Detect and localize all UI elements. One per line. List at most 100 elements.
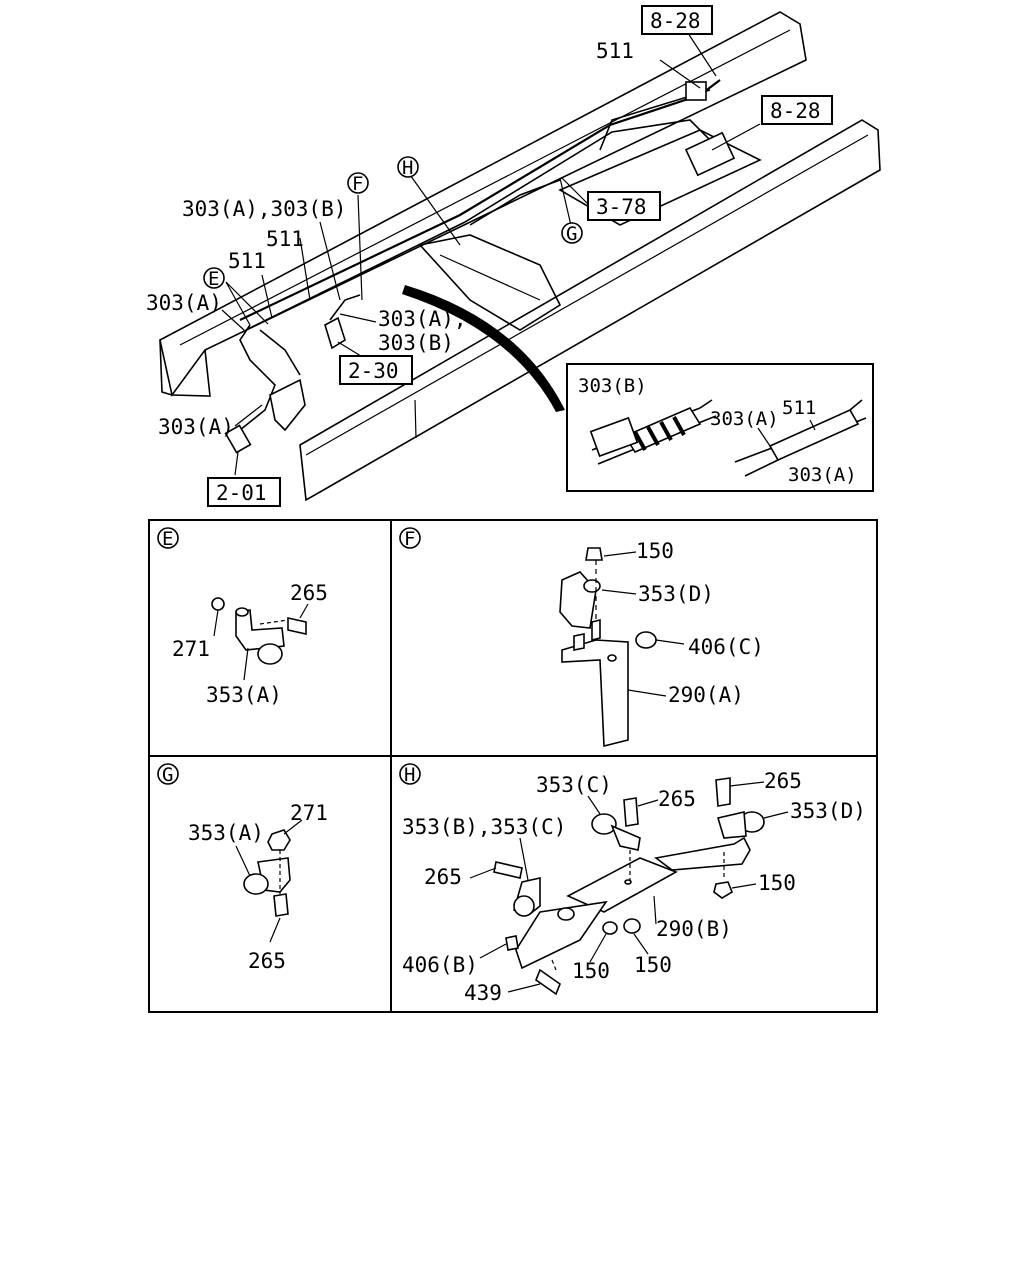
detail-sweep-arrow: [402, 285, 565, 412]
panel-E-label-353a: 353(A): [206, 683, 282, 707]
stud-left: [573, 633, 585, 651]
bracket-290b: [566, 857, 678, 913]
clip-353a-hole: [235, 607, 249, 617]
panel-H-label-150-b: 150: [572, 959, 610, 983]
bracket-290b-pin: [624, 879, 632, 885]
panel-G: G 271 353(A) 265: [157, 763, 328, 973]
callout-E: E: [208, 268, 219, 290]
panel-G-label-353a: 353(A): [188, 821, 264, 845]
bracket-290b-hole: [557, 907, 575, 921]
panel-E: E 265 271 353(A): [157, 527, 328, 707]
panel-E-letter-circle: [157, 527, 179, 549]
inset-label-511: 511: [782, 397, 816, 419]
detail-grid: [148, 519, 878, 1013]
panel-E-label-265: 265: [290, 581, 328, 605]
nut-150-a: [713, 881, 733, 899]
panel-F-label-406c: 406(C): [688, 635, 764, 659]
panel-H-letter-circle: [399, 763, 421, 785]
label-303a-bottom: 303(A): [158, 415, 234, 439]
label-303a-left: 303(A): [146, 291, 222, 315]
ref-box-8-28-top: [641, 5, 713, 35]
nut-150: [585, 547, 603, 561]
panel-E-label-271: 271: [172, 637, 210, 661]
clip-353a: [235, 609, 285, 651]
nut-271: [267, 829, 291, 851]
bracket-290a: [561, 639, 629, 748]
wiring-harness: [221, 29, 761, 476]
inset-label-303a-lower: 303(A): [788, 464, 857, 486]
callout-H: H: [402, 157, 413, 179]
ref-box-2-01: [207, 477, 281, 507]
panel-G-letter: G: [162, 764, 173, 786]
bracket-290b-arm: [654, 836, 751, 871]
bolt-265: [273, 893, 289, 917]
clip-353d-hole: [583, 579, 601, 593]
clip-353c: [591, 813, 617, 835]
bolt-265: [287, 617, 307, 635]
label-511-top: 511: [596, 39, 634, 63]
callout-H-circle: [397, 156, 419, 178]
panel-G-label-265: 265: [248, 949, 286, 973]
panel-H-letter: H: [404, 764, 415, 786]
tape-wrap: [623, 406, 702, 454]
nut-150-c: [623, 918, 641, 934]
callout-F: F: [352, 173, 363, 195]
ref-box-3-78: [587, 191, 661, 221]
panel-H-label-265-b: 265: [764, 769, 802, 793]
ref-2-01: 2-01: [216, 481, 267, 505]
ref-2-30: 2-30: [348, 359, 399, 383]
nut-150-b: [602, 921, 618, 935]
panel-H: H: [399, 763, 866, 1005]
panel-F-letter-circle: [399, 527, 421, 549]
label-303a-right: 303(A),: [378, 307, 467, 331]
tape-stripes: [633, 416, 686, 451]
tag-303b: [589, 416, 639, 458]
clip-353bc-loop: [513, 895, 535, 917]
bolt-265-c: [493, 861, 523, 879]
bracket-290a-hole: [607, 654, 617, 662]
panel-H-label-265-c: 265: [424, 865, 462, 889]
label-511-mid: 511: [266, 227, 304, 251]
clip-353d-tab: [716, 811, 747, 839]
inset-label-303a-upper: 303(A): [710, 408, 779, 430]
panel-H-label-290b: 290(B): [656, 917, 732, 941]
overview-labels: 8-28 8-28 3-78 2-30 2-01 511 511 511 303…: [146, 5, 833, 507]
connector-8-28: [684, 131, 736, 177]
panel-H-label-353c: 353(C): [536, 773, 612, 797]
nut-406b: [505, 935, 519, 951]
connector-top: [685, 81, 707, 101]
ref-box-2-30: [339, 355, 413, 385]
callout-E-circle: [203, 267, 225, 289]
bolt-265-b: [715, 777, 731, 807]
panel-F-label-290a: 290(A): [668, 683, 744, 707]
panel-F-label-150: 150: [636, 539, 674, 563]
clip-353a-loop: [243, 873, 269, 895]
clip-2-30: [324, 316, 346, 350]
panel-H-label-406b: 406(B): [402, 953, 478, 977]
callout-G-circle: [561, 222, 583, 244]
nut-406c: [635, 631, 657, 649]
stud-right: [591, 618, 601, 642]
panel-G-label-271: 271: [290, 801, 328, 825]
panel-H-label-353d: 353(D): [790, 799, 866, 823]
bolt-265-a: [623, 797, 639, 827]
bracket-2-01: [269, 378, 306, 432]
ref-8-28-right: 8-28: [770, 99, 821, 123]
bracket-290b-plate: [515, 900, 608, 970]
connector-2-01: [224, 424, 252, 454]
bolt-439: [535, 968, 561, 996]
panel-E-letter: E: [162, 528, 173, 550]
label-303ab-top: 303(A),303(B): [182, 197, 346, 221]
panel-H-label-439: 439: [464, 981, 502, 1005]
detail-grid-frame: [148, 519, 878, 1013]
nut-271: [211, 597, 225, 611]
panel-H-label-353bc: 353(B),353(C): [402, 815, 566, 839]
panel-F: F 150 353(D) 406(C) 290(A): [399, 527, 764, 748]
panel-H-label-265-a: 265: [658, 787, 696, 811]
inset-detail: 303(B) 511 303(A) 303(A): [566, 363, 874, 492]
panel-H-label-150-c: 150: [634, 953, 672, 977]
ref-3-78: 3-78: [596, 195, 647, 219]
sleeve-511: [768, 408, 860, 462]
panel-F-label-353d: 353(D): [638, 582, 714, 606]
